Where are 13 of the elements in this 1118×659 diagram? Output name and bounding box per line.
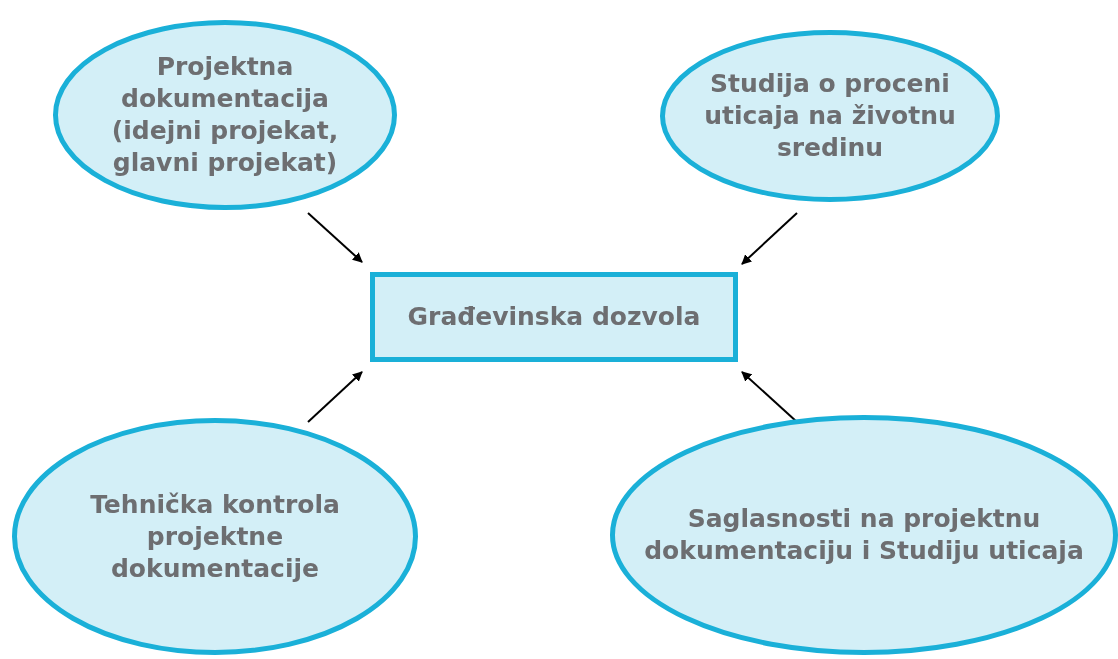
node-label: Projektna dokumentacija (idejni projekat, glavni projekat) <box>110 51 340 179</box>
node-label: Građevinska dozvola <box>407 301 701 333</box>
ellipse-node <box>53 20 397 210</box>
ellipse-node <box>660 30 1000 202</box>
arrow <box>307 212 363 263</box>
ellipse-node <box>12 418 418 655</box>
process-box <box>370 272 738 362</box>
arrow <box>741 212 798 265</box>
node-label: Saglasnosti na projektnu dokumentaciju i Studiju uticaja <box>644 503 1084 567</box>
arrow <box>307 371 363 423</box>
ellipse-node <box>610 415 1118 655</box>
node-label: Studija o proceni uticaja na životnu sredinu <box>703 68 957 164</box>
node-label: Tehnička kontrola projektne dokumentacije <box>89 488 341 585</box>
